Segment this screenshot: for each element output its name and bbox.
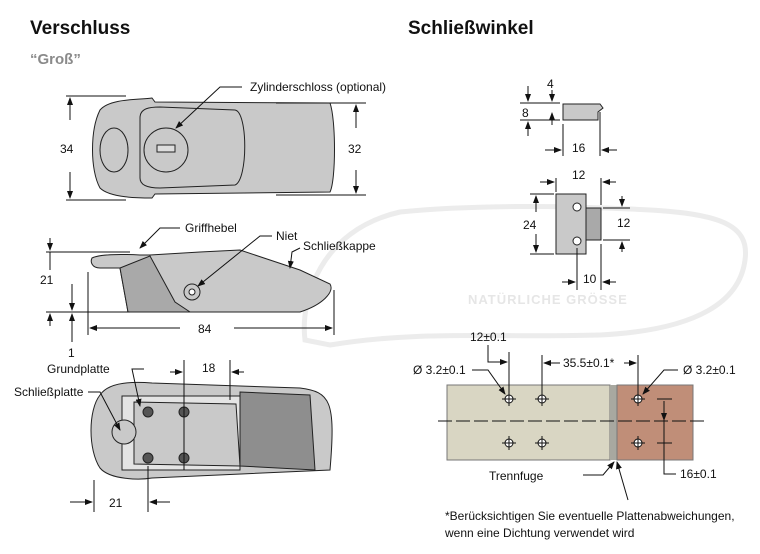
dim-21-bottom: 21 [109,496,123,510]
dim-10: 10 [583,272,597,286]
hole-diameter-right: Ø 3.2±0.1 [683,363,736,377]
latch-top-view [66,86,366,201]
watermark-label: NATÜRLICHE GRÖSSE [468,292,628,307]
dim-8: 8 [522,106,529,120]
dim-35-5: 35.5±0.1* [563,356,615,370]
dim-18: 18 [202,361,216,375]
footnote-line-1: *Berücksichtigen Sie eventuelle Plattena… [445,509,735,523]
label-griffhebel: Griffhebel [185,221,237,235]
section-title-schliesswinkel: Schließwinkel [408,18,534,39]
keeper-front-view [530,178,630,290]
hole-diameter-left: Ø 3.2±0.1 [413,363,466,377]
dim-1: 1 [68,346,75,360]
dim-12-top: 12 [572,168,586,182]
panel-right [616,384,694,461]
section-subtitle: “Groß” [30,51,81,68]
dim-34: 34 [60,142,74,156]
label-grundplatte: Grundplatte [47,362,110,376]
dim-4: 4 [547,77,554,91]
label-niet: Niet [276,229,298,243]
dim-24: 24 [523,218,537,232]
dim-12-tol: 12±0.1 [470,330,507,344]
label-schliesskappe: Schließkappe [303,239,376,253]
dim-16-tol: 16±0.1 [680,467,717,481]
section-title-verschluss: Verschluss [30,18,130,39]
dim-16: 16 [572,141,586,155]
mounting-pattern [438,345,704,501]
label-trennfuge: Trennfuge [489,469,544,483]
dim-84: 84 [198,322,212,336]
dim-12-right: 12 [617,216,631,230]
label-schliessplatte: Schließplatte [14,385,84,399]
dim-32: 32 [348,142,362,156]
latch-bottom-view [70,360,333,512]
natural-size-outline [301,203,749,348]
footnote-line-2: wenn eine Dichtung verwendet wird [444,526,634,540]
keeper-side-view [520,86,617,156]
callout-zylinderschloss: Zylinderschloss (optional) [250,80,386,94]
panel-left [446,384,611,461]
dim-21-height: 21 [40,273,54,287]
gap-strip [610,385,617,460]
latch-side-view [46,227,335,342]
